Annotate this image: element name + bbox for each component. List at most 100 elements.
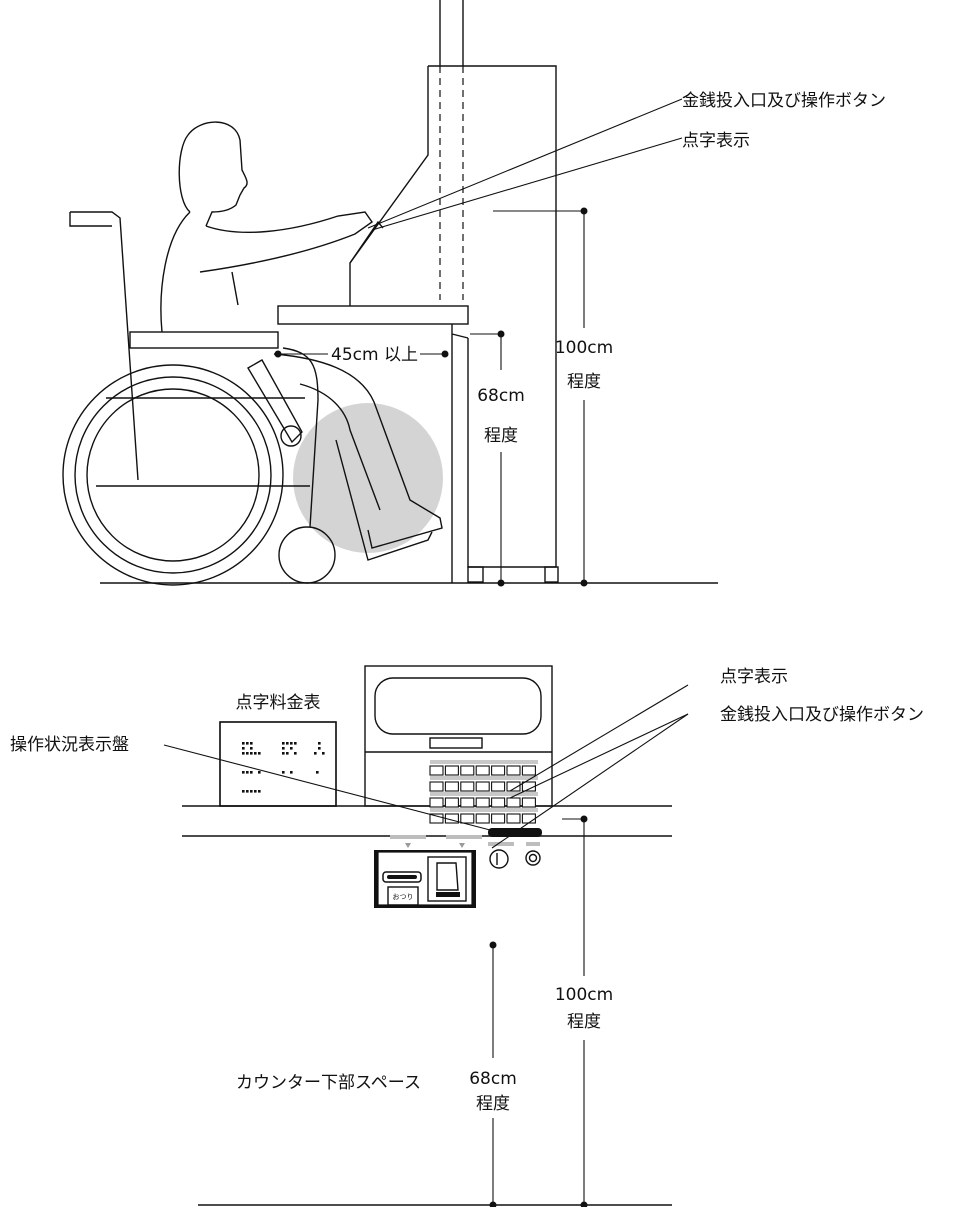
braille-dot xyxy=(254,790,257,793)
ticket-button xyxy=(444,765,459,776)
front-coin-label-bar xyxy=(390,835,426,839)
ticket-button xyxy=(475,797,490,808)
front-display-screen xyxy=(374,677,542,735)
person-back xyxy=(160,211,191,333)
person-leg-near xyxy=(273,353,443,549)
dim-machine-height-end xyxy=(580,579,588,587)
ticket-button xyxy=(444,781,459,792)
braille-dot xyxy=(290,742,293,745)
side-view: 金銭投入口及び操作ボタン 点字表示 45cm 以上 68cm 程度 100cm … xyxy=(62,0,886,587)
braille-dot xyxy=(318,747,321,750)
person-torso-front xyxy=(231,271,239,306)
side-leader-coin-slot xyxy=(367,98,683,229)
button-row-braille-bar xyxy=(430,776,538,780)
ticket-button xyxy=(491,765,506,776)
braille-dot xyxy=(250,747,253,750)
front-label-counter-height-unit: 程度 xyxy=(476,1094,510,1114)
side-label-machine-height-value: 100cm xyxy=(555,338,613,358)
braille-dot xyxy=(316,771,319,774)
ticket-button xyxy=(460,765,475,776)
front-view: おつり 点字表示 金銭投入口及び操作ボタン 点字料金表 操作状況表示盤 10 xyxy=(10,665,924,1207)
front-coin-insert-opening xyxy=(387,875,417,879)
front-dim-machine-end xyxy=(580,1201,588,1207)
front-coin-slot-label-bar xyxy=(488,842,514,846)
braille-dot xyxy=(246,771,249,774)
braille-dot xyxy=(294,742,297,745)
ticket-button xyxy=(506,765,521,776)
ticket-button xyxy=(429,797,444,808)
braille-dot xyxy=(258,771,261,774)
front-leader-coin-slot xyxy=(491,713,689,849)
front-bill-label-bar xyxy=(446,835,482,839)
front-label-counter-height-value: 68cm xyxy=(469,1069,517,1089)
side-ticket-machine xyxy=(349,0,559,583)
braille-dot xyxy=(246,790,249,793)
braille-dot xyxy=(246,752,249,755)
ticket-button xyxy=(491,797,506,808)
ticket-button xyxy=(521,765,536,776)
side-dimensions xyxy=(274,207,588,587)
side-control-panel xyxy=(349,220,384,264)
ticket-button xyxy=(429,765,444,776)
wheelchair xyxy=(62,211,433,586)
side-label-braille: 点字表示 xyxy=(682,131,750,151)
wheelchair-push-handle xyxy=(70,211,139,481)
wheelchair-frame xyxy=(96,397,310,487)
braille-dot xyxy=(286,752,289,755)
braille-dot xyxy=(250,742,253,745)
front-leader-lines xyxy=(163,684,689,849)
side-label-coin-slot-buttons: 金銭投入口及び操作ボタン xyxy=(682,91,886,111)
front-change-tray xyxy=(387,886,419,906)
braille-dot xyxy=(290,747,293,750)
ticket-button xyxy=(506,797,521,808)
fare-table-braille-dots xyxy=(242,742,325,793)
braille-dot xyxy=(242,752,245,755)
side-counter-top xyxy=(277,305,469,325)
ticket-button xyxy=(475,765,490,776)
front-leader-status-panel xyxy=(163,744,491,831)
ticket-button xyxy=(429,813,444,824)
dim-counter-height-start xyxy=(497,330,505,338)
side-label-knee-depth: 45cm 以上 xyxy=(331,345,418,365)
person-arm xyxy=(199,211,373,273)
wheelchair-brake-knob xyxy=(280,425,302,447)
braille-dot xyxy=(242,790,245,793)
braille-dot xyxy=(254,752,257,755)
front-ticket-machine xyxy=(364,665,553,869)
dim-knee-depth-start xyxy=(274,350,282,358)
ticket-button xyxy=(475,813,490,824)
front-label-machine-height-value: 100cm xyxy=(555,985,613,1005)
dim-machine-height-start xyxy=(580,207,588,215)
ticket-button xyxy=(521,797,536,808)
braille-dot xyxy=(314,752,317,755)
person-head xyxy=(178,121,248,227)
front-dim-counter-end xyxy=(489,1201,497,1207)
front-dimensions xyxy=(489,815,588,1207)
braille-dot xyxy=(294,752,297,755)
side-counter xyxy=(277,305,469,583)
side-label-machine-height-unit: 程度 xyxy=(567,372,601,392)
front-dim-machine-start xyxy=(580,815,588,823)
front-payment-unit: おつり xyxy=(374,850,476,908)
braille-dot xyxy=(242,771,245,774)
button-row-braille-bar xyxy=(430,760,538,764)
front-leader-buttons xyxy=(509,713,689,799)
front-dim-counter-start xyxy=(489,941,497,949)
front-change-tray-label: おつり xyxy=(393,893,414,901)
wheelchair-handrim xyxy=(74,376,272,574)
front-bill-arrow-icon xyxy=(459,843,465,848)
wheelchair-brake-lever xyxy=(247,359,303,444)
front-bill-insert-opening xyxy=(436,892,460,897)
ticket-button xyxy=(460,813,475,824)
side-label-counter-height-value: 68cm xyxy=(477,386,525,406)
front-label-status-panel: 操作状況表示盤 xyxy=(10,735,129,755)
front-bill-insert-guide xyxy=(436,862,459,891)
braille-dot xyxy=(282,747,285,750)
button-row-braille-bar xyxy=(430,792,538,796)
side-foot-right xyxy=(544,566,559,583)
braille-dot xyxy=(290,771,293,774)
braille-dot xyxy=(286,742,289,745)
braille-dot xyxy=(258,790,261,793)
seated-person xyxy=(160,121,443,549)
front-label-coin-slot-buttons: 金銭投入口及び操作ボタン xyxy=(720,705,924,725)
